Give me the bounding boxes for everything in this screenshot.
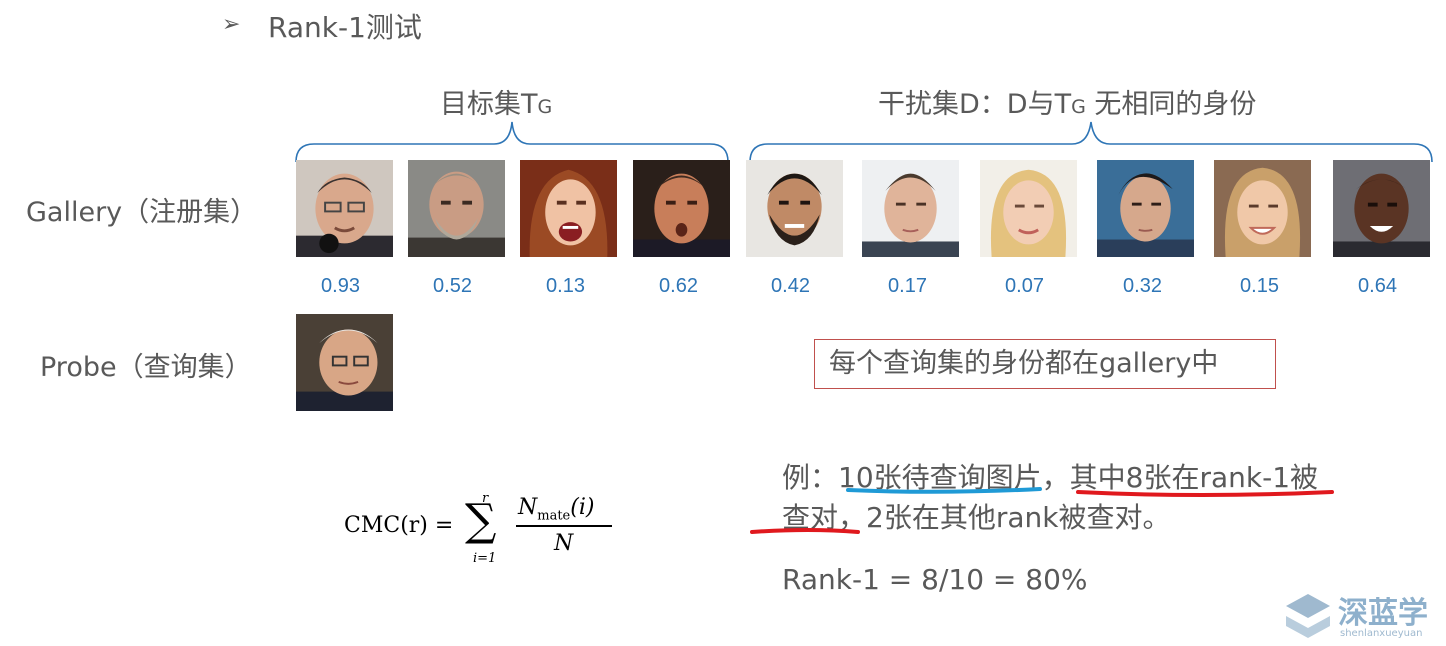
example-rest: ，2张在其他rank被查对。 (838, 501, 1171, 534)
bullet-arrow-icon: ➢ (222, 12, 241, 37)
distractor-set-label: 干扰集D：D与TG 无相同的身份 (878, 82, 1256, 121)
probe-face (296, 314, 393, 411)
formula-numerator-n: N (518, 495, 538, 520)
gallery-face-9 (1214, 160, 1311, 257)
slide-heading: Rank-1测试 (268, 11, 422, 44)
gallery-score-6: 0.17 (888, 275, 927, 297)
gallery-face-8 (1097, 160, 1194, 257)
gallery-face-7 (980, 160, 1077, 257)
gallery-face-6 (862, 160, 959, 257)
sigma-icon: ∑ (465, 495, 497, 546)
red-underline-2 (750, 528, 860, 534)
note-box: 每个查询集的身份都在gallery中 (814, 339, 1276, 389)
gallery-label: Gallery（注册集） (26, 197, 258, 228)
logo-mark-icon (1286, 594, 1330, 638)
distractor-set-label-b: 无相同的身份 (1085, 89, 1257, 120)
gallery-face-3 (520, 160, 617, 257)
rank1-result: Rank-1 = 8/10 = 80% (782, 563, 1088, 596)
example-red-phrase: 其中8张在rank-1被 (1069, 461, 1319, 494)
gallery-score-1: 0.93 (321, 275, 360, 297)
formula-numerator-sub: mate (537, 508, 571, 524)
formula-sum-lower: i=1 (473, 551, 497, 566)
example-prefix: 例： (782, 461, 839, 494)
gallery-face-1 (296, 160, 393, 257)
example-line-2: 查对，2张在其他rank被查对。 (782, 496, 1170, 536)
gallery-score-9: 0.15 (1240, 275, 1279, 297)
fraction-bar (516, 525, 612, 527)
formula-numerator-arg: (i) (570, 495, 595, 520)
distractor-set-brace (749, 121, 1433, 163)
target-set-label: 目标集TG (440, 82, 552, 121)
gallery-score-2: 0.52 (433, 275, 472, 297)
probe-label: Probe（查询集） (40, 352, 252, 383)
gallery-face-2 (408, 160, 505, 257)
target-set-label-text: 目标集T (440, 89, 538, 120)
gallery-score-4: 0.62 (659, 275, 698, 297)
gallery-face-4 (633, 160, 730, 257)
gallery-face-10 (1333, 160, 1430, 257)
formula-denominator: N (554, 531, 574, 556)
formula-numerator: Nmate(i) (518, 495, 594, 523)
target-set-brace (295, 121, 729, 163)
distractor-set-label-a: 干扰集D：D与T (878, 89, 1072, 120)
gallery-score-7: 0.07 (1005, 275, 1044, 297)
gallery-face-5 (746, 160, 843, 257)
gallery-score-10: 0.64 (1358, 275, 1397, 297)
red-underline-1 (1076, 490, 1334, 497)
gallery-score-3: 0.13 (546, 275, 585, 297)
logo-pinyin: shenlanxueyuan (1340, 628, 1423, 639)
example-comma: ， (1041, 461, 1070, 494)
formula-sum-upper: r (482, 491, 489, 506)
target-set-label-sub: G (537, 96, 553, 118)
gallery-score-8: 0.32 (1123, 275, 1162, 297)
example-line-1: 例：10张待查询图片，其中8张在rank-1被 (782, 456, 1318, 496)
formula-lhs: CMC(r) = (344, 513, 454, 538)
gallery-score-5: 0.42 (771, 275, 810, 297)
logo-text: 深蓝学 (1338, 596, 1428, 631)
example-underlines (750, 487, 1334, 534)
blue-underline (846, 487, 1042, 494)
distractor-set-label-sub: G (1071, 96, 1086, 118)
